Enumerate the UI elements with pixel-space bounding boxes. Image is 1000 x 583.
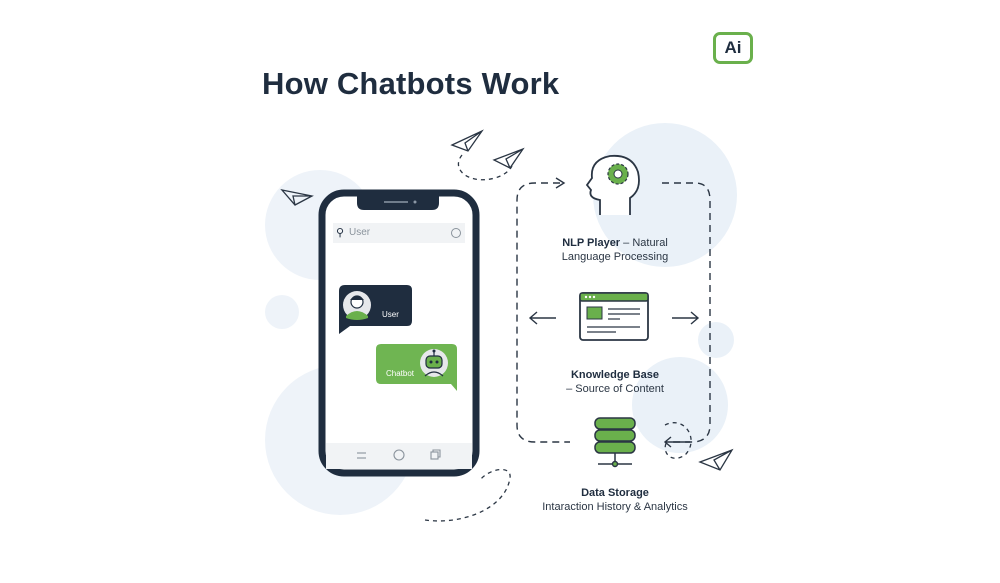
brain-gear-icon xyxy=(585,154,640,215)
ai-logo: Ai xyxy=(713,32,753,64)
chatbot-bubble-label: Chatbot xyxy=(386,369,415,378)
phone xyxy=(318,189,480,477)
user-bubble-label: User xyxy=(382,310,399,319)
search-icon: ⚲ xyxy=(336,227,345,239)
arrow-icon xyxy=(528,311,700,448)
phone-nav-icons xyxy=(357,449,441,461)
decor-circle xyxy=(265,295,299,329)
search-input[interactable]: User xyxy=(349,227,371,238)
page-title: How Chatbots Work xyxy=(262,66,560,101)
search-bar[interactable]: ⚲ User xyxy=(333,223,465,243)
decor-circle xyxy=(698,322,734,358)
knowledge-base-label: Knowledge Base– Source of Content xyxy=(566,369,664,395)
paper-plane-icon xyxy=(280,129,734,471)
database-icon xyxy=(594,417,636,468)
decor-circle xyxy=(632,357,728,453)
browser-window-icon xyxy=(579,292,649,341)
info-icon[interactable] xyxy=(451,228,461,238)
